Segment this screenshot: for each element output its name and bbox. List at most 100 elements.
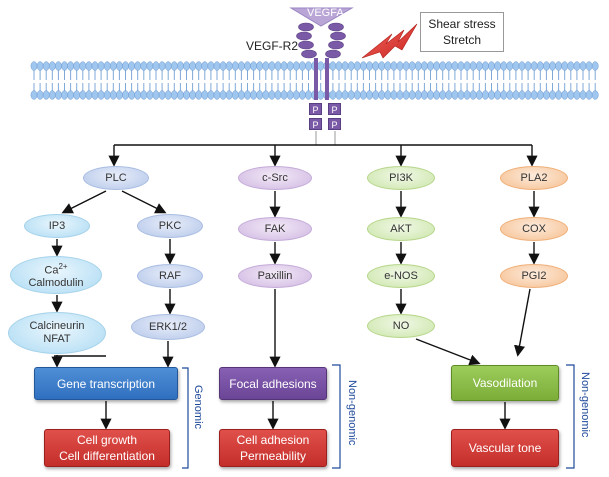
lipid-head xyxy=(439,61,447,71)
lipid-head xyxy=(195,90,203,100)
lipid-head xyxy=(439,90,447,100)
lipid-head xyxy=(305,61,312,71)
receptor-bead xyxy=(328,40,344,50)
lipid-head xyxy=(30,61,38,71)
arrow xyxy=(121,190,167,214)
cell-growth-line1: Cell growth xyxy=(76,433,138,447)
lipid-head xyxy=(158,61,166,71)
lipid-head xyxy=(329,90,337,100)
lipid-head xyxy=(128,90,135,100)
lipid-head xyxy=(48,90,56,100)
vegfa-label: VEGFA xyxy=(307,7,344,19)
node-no: NO xyxy=(367,314,435,338)
lipid-head xyxy=(414,90,422,100)
lipid-head xyxy=(421,61,428,71)
node-ip3: IP3 xyxy=(24,214,90,238)
lipid-head xyxy=(274,61,282,71)
lipid-head xyxy=(109,61,117,71)
lipid-head xyxy=(378,61,386,71)
receptor-bead xyxy=(325,49,341,59)
receptor-bead xyxy=(328,22,344,32)
lipid-head xyxy=(109,90,117,100)
lipid-head xyxy=(573,90,581,100)
lipid-head xyxy=(384,61,392,71)
receptor-bead xyxy=(298,40,314,50)
lipid-head xyxy=(85,90,93,100)
lipid-head xyxy=(177,61,184,71)
receptor-bead xyxy=(301,49,317,59)
lipid-head xyxy=(500,61,508,71)
lipid-head xyxy=(451,90,459,100)
lipid-head xyxy=(79,61,87,71)
lipid-head xyxy=(341,90,349,100)
lipid-head xyxy=(488,61,495,71)
lipid-head xyxy=(262,61,270,71)
lipid-head xyxy=(457,61,465,71)
lipid-head xyxy=(61,61,68,71)
lipid-head xyxy=(469,90,477,100)
lipid-head xyxy=(353,90,361,100)
receptor-bead xyxy=(298,22,314,32)
lipid-head xyxy=(280,61,288,71)
lipid-head xyxy=(183,61,190,71)
lipid-head xyxy=(122,90,129,100)
receptor-transmembrane xyxy=(314,58,318,100)
arrow xyxy=(415,338,481,366)
lipid-head xyxy=(482,61,489,71)
lipid-head xyxy=(451,61,459,71)
receptor-bead xyxy=(330,31,346,41)
lipid-head xyxy=(299,90,306,100)
lipid-head xyxy=(366,90,373,100)
lipid-head xyxy=(280,90,288,100)
receptor-transmembrane xyxy=(325,58,329,100)
lipid-head xyxy=(256,61,264,71)
lipid-head xyxy=(518,90,526,100)
phospho-box: P xyxy=(328,118,341,130)
lipid-head xyxy=(207,90,215,100)
node-cox: COX xyxy=(500,217,568,241)
lipid-head xyxy=(79,90,87,100)
non-genomic-label-1: Non-genomic xyxy=(346,380,358,446)
lipid-head xyxy=(73,90,81,100)
lipid-head xyxy=(408,90,416,100)
node-pkc: PKC xyxy=(137,214,203,238)
lipid-head xyxy=(55,90,62,100)
lipid-head xyxy=(103,61,111,71)
lipid-head xyxy=(274,90,282,100)
lipid-head xyxy=(116,90,123,100)
lipid-head xyxy=(353,61,361,71)
lipid-head xyxy=(36,90,44,100)
lipid-head xyxy=(201,61,209,71)
lipid-head xyxy=(573,61,581,71)
node-pi3k: PI3K xyxy=(367,166,435,190)
stimulus-box: Shear stress Stretch xyxy=(420,12,504,52)
lipid-head xyxy=(140,90,148,100)
node-raf: RAF xyxy=(137,264,203,288)
genomic-label: Genomic xyxy=(192,385,204,430)
lipid-head xyxy=(408,61,416,71)
lipid-head xyxy=(567,61,575,71)
lipid-head xyxy=(152,90,160,100)
lipid-head xyxy=(250,90,257,100)
lipid-head xyxy=(262,90,270,100)
lipid-head xyxy=(61,90,68,100)
node-akt: AKT xyxy=(367,217,435,241)
lipid-head xyxy=(524,90,532,100)
lipid-head xyxy=(500,90,508,100)
stimulus-stretch: Stretch xyxy=(442,33,481,47)
phospho-box: P xyxy=(309,118,322,130)
phospho-box: P xyxy=(328,103,341,115)
node-enos: e-NOS xyxy=(367,264,435,288)
receptor-label: VEGF-R2 xyxy=(246,39,299,53)
cell-growth-line2: Cell differentiation xyxy=(59,449,155,463)
lipid-head xyxy=(482,90,489,100)
lipid-head xyxy=(366,61,373,71)
lipid-head xyxy=(292,90,300,100)
lipid-head xyxy=(219,90,227,100)
lipid-head xyxy=(170,90,178,100)
lipid-head xyxy=(414,61,422,71)
lipid-head xyxy=(427,90,434,100)
